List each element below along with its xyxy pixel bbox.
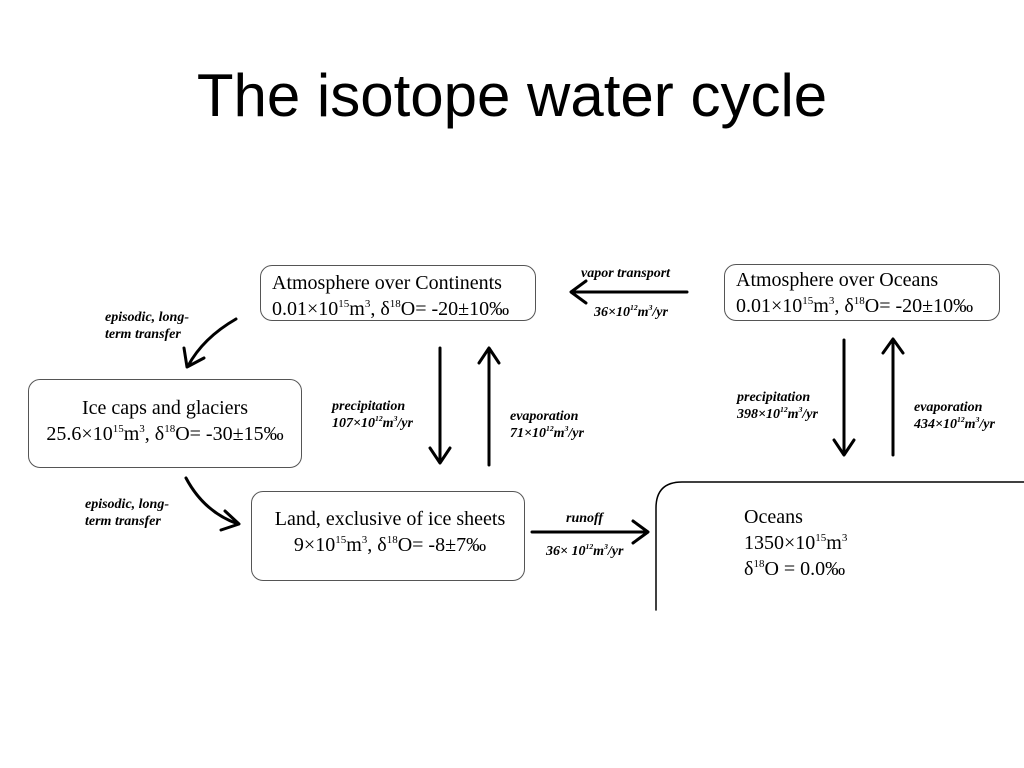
precipitation-continents-label: precipitation 107×1012m3/yr <box>332 399 413 431</box>
node-stats: 25.6×1015m3, δ18O= -30±15‰ <box>46 422 284 445</box>
transfer-to-ice-label: episodic, long- term transfer <box>105 310 189 342</box>
ice-caps-box <box>28 379 302 468</box>
atmosphere-continents-box <box>260 265 536 321</box>
runoff-label: runoff <box>566 511 604 526</box>
vapor-transport-arrow <box>569 279 689 305</box>
precipitation-oceans-label: precipitation 398×1012m3/yr <box>737 390 818 422</box>
evaporation-continents-label: evaporation 71×1012m3/yr <box>510 409 584 441</box>
transfer-to-land-label: episodic, long- term transfer <box>85 497 169 529</box>
ice-caps-text: Ice caps and glaciers 25.6×1015m3, δ18O=… <box>28 395 302 447</box>
land-text: Land, exclusive of ice sheets 9×1015m3, … <box>251 506 529 558</box>
runoff-rate: 36× 1012m3/yr <box>546 542 624 559</box>
node-name: Ice caps and glaciers <box>81 397 248 419</box>
transfer-to-land-arrow <box>184 476 241 532</box>
evaporation-continents-arrow <box>477 346 501 467</box>
node-name: Oceans <box>744 506 803 528</box>
atmosphere-continents-text: Atmosphere over Continents 0.01×1015m3, … <box>272 270 509 322</box>
vapor-transport-label: vapor transport <box>581 266 671 281</box>
evaporation-oceans-label: evaporation 434×1012m3/yr <box>914 400 995 432</box>
node-name: Atmosphere over Continents <box>272 272 502 294</box>
land-box <box>251 491 525 581</box>
node-stats: 0.01×1015m3, δ18O= -20±10‰ <box>736 294 974 317</box>
oceans-text: Oceans 1350×1015m3 δ18O = 0.0‰ <box>744 504 847 582</box>
node-name: Atmosphere over Oceans <box>736 269 939 291</box>
node-delta: δ18O = 0.0‰ <box>744 557 846 580</box>
precipitation-oceans-arrow <box>832 338 856 457</box>
oceans-outline <box>655 481 1024 611</box>
node-name: Land, exclusive of ice sheets <box>274 508 506 530</box>
page-title: The isotope water cycle <box>196 62 828 129</box>
atmosphere-oceans-text: Atmosphere over Oceans 0.01×1015m3, δ18O… <box>736 267 973 319</box>
vapor-transport-rate: 36×1012m3/yr <box>594 303 668 320</box>
node-stats: 9×1015m3, δ18O= -8±7‰ <box>293 533 487 556</box>
node-stats: 0.01×1015m3, δ18O= -20±10‰ <box>272 297 510 320</box>
atmosphere-oceans-box <box>724 264 1000 321</box>
evaporation-oceans-arrow <box>881 337 905 457</box>
node-volume: 1350×1015m3 <box>744 531 848 554</box>
runoff-arrow <box>530 519 650 545</box>
precipitation-continents-arrow <box>428 346 452 465</box>
transfer-to-ice-arrow <box>182 317 238 369</box>
